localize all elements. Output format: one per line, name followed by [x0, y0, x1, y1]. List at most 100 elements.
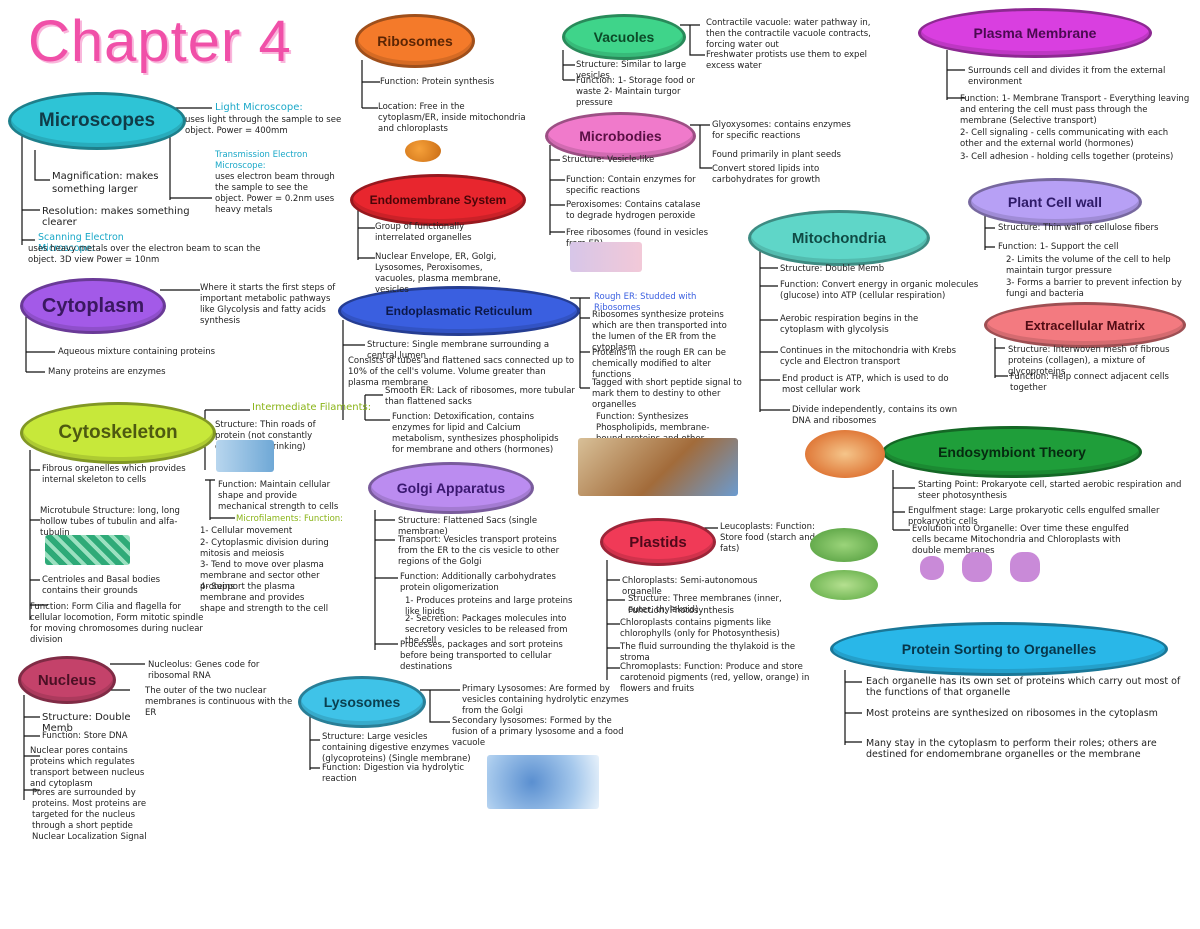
- resolution-text: Resolution: makes something clearer: [42, 206, 190, 228]
- nuclear-pores-proteins: Pores are surrounded by proteins. Most p…: [32, 788, 147, 842]
- stroma-text: The fluid surrounding the thylakoid is t…: [620, 642, 796, 663]
- tem-desc: uses electron beam through the sample to…: [215, 172, 335, 215]
- endosymbiont-stage-1: Starting Point: Prokaryote cell, started…: [918, 480, 1182, 501]
- vacuole-structure: Structure: Similar to large vesicles: [576, 60, 687, 81]
- bubble-lysosomes: Lysosomes: [298, 676, 426, 728]
- light-microscope-label: Light Microscope:: [215, 102, 303, 113]
- chromoplasts: Chromoplasts: Function: Produce and stor…: [620, 662, 810, 694]
- vacuole-function: Function: 1- Storage food or waste 2- Ma…: [576, 76, 696, 108]
- microbody-structure: Structure: Vesicle-like: [562, 155, 655, 165]
- vacuole-protists: Freshwater protists use them to expel ex…: [706, 50, 868, 71]
- bubble-protein: Protein Sorting to Organelles: [830, 622, 1168, 676]
- bubble-ribosomes: Ribosomes: [355, 14, 475, 68]
- ecm-function: Function: Help connect adjacent cells to…: [1010, 372, 1169, 393]
- er-image: [578, 438, 738, 496]
- microbody-image: [570, 242, 642, 272]
- contractile-vacuole: Contractile vacuole: water pathway in, t…: [706, 18, 871, 50]
- protein-sorting-2: Most proteins are synthesized on ribosom…: [866, 708, 1158, 719]
- mitochondria-continues: Continues in the mitochondria with Krebs…: [780, 346, 957, 367]
- rough-er-modified: Proteins in the rough ER can be chemical…: [592, 348, 726, 380]
- ecm-structure: Structure: Interwoven mesh of fibrous pr…: [1008, 345, 1170, 377]
- nucleus-outer-membrane: The outer of the two nuclear membranes i…: [145, 686, 293, 718]
- prokaryote-image-1: [920, 556, 944, 580]
- chloroplast-function: Function: Photosynthesis: [628, 606, 734, 616]
- microbody-function: Function: Contain enzymes for specific r…: [566, 175, 696, 196]
- golgi-function: Function: Additionally carbohydrates pro…: [400, 572, 556, 593]
- protein-sorting-3: Many stay in the cytoplasm to perform th…: [866, 738, 1157, 760]
- mitochondria-image: [805, 430, 885, 478]
- plasma-surround: Surrounds cell and divides it from the e…: [968, 66, 1166, 87]
- rough-er-tagged: Tagged with short peptide signal to mark…: [592, 378, 742, 410]
- nucleus-structure: Structure: Double Memb: [42, 712, 131, 734]
- bubble-cytoskeleton: Cytoskeleton: [20, 402, 216, 464]
- peroxisomes: Peroxisomes: Contains catalase to degrad…: [566, 200, 701, 221]
- tem-label: Transmission Electron Microscope:: [215, 150, 308, 171]
- mitochondria-aerobic: Aerobic respiration begins in the cytopl…: [780, 314, 919, 335]
- cytoplasm-aqueous: Aqueous mixture containing proteins: [58, 347, 216, 357]
- bubble-cytoplasm: Cytoplasm: [20, 278, 166, 334]
- light-microscope-desc: uses light through the sample to see obj…: [185, 115, 342, 136]
- sem-desc: uses heavy metals over the electron beam…: [28, 244, 261, 265]
- endosymbiont-stage-3: Evolution into Organelle: Over time thes…: [912, 524, 1129, 556]
- bubble-microbodies: Microbodies: [545, 112, 696, 160]
- glyoxysomes-seeds: Found primarily in plant seeds: [712, 150, 841, 160]
- magnification-text: Magnification: makes something larger: [52, 171, 159, 195]
- chloroplast-image-2: [810, 570, 878, 600]
- cytoplasm-where: Where it starts the first steps of impor…: [200, 283, 336, 326]
- mitochondria-divide: Divide independently, contains its own D…: [792, 405, 958, 426]
- golgi-function-3: Processes, packages and sort proteins be…: [400, 640, 563, 672]
- ribosome-image: [405, 140, 441, 162]
- chloroplast-image-1: [810, 528, 878, 562]
- plantwall-function-2: 3- Forms a barrier to prevent infection …: [1006, 278, 1182, 299]
- plasma-adhesion: 3- Cell adhesion - holding cells togethe…: [960, 152, 1174, 162]
- ribosome-location: Location: Free in the cytoplasm/ER, insi…: [378, 102, 526, 134]
- golgi-transport: Transport: Vesicles transport proteins f…: [398, 535, 560, 567]
- nucleus-function: Function: Store DNA: [42, 731, 128, 741]
- bubble-plantwall: Plant Cell wall: [968, 178, 1142, 226]
- bubble-ecm: Extracellular Matrix: [984, 302, 1186, 348]
- chlorophyll-pigments: Chloroplasts contains pigments like chlo…: [620, 618, 780, 639]
- sem-label: Scanning Electron Microscope:: [38, 232, 124, 254]
- glyoxysomes: Glyoxysomes: contains enzymes for specif…: [712, 120, 851, 141]
- glyoxysomes-convert: Convert stored lipids into carbohydrates…: [712, 164, 821, 185]
- smooth-er-function: Function: Detoxification, contains enzym…: [392, 412, 559, 455]
- bubble-microscopes: Microscopes: [8, 92, 186, 150]
- page-title: Chapter 4: [28, 9, 292, 74]
- intermediate-filament-image: [216, 440, 274, 472]
- rough-er: Rough ER: Studded with Ribosomes: [594, 292, 697, 313]
- microtubule-image: [45, 535, 130, 565]
- bubble-endosymbiont: Endosymbiont Theory: [882, 426, 1142, 478]
- mitochondria-function: Function: Convert energy in organic mole…: [780, 280, 979, 301]
- prokaryote-image-3: [1010, 552, 1040, 582]
- golgi-function-2: 2- Secretion: Packages molecules into se…: [405, 614, 568, 646]
- endomembrane-members: Nuclear Envelope, ER, Golgi, Lysosomes, …: [375, 252, 501, 295]
- mitochondria-structure: Structure: Double Memb: [780, 264, 885, 274]
- chloroplasts: Chloroplasts: Semi-autonomous organelle: [622, 576, 758, 597]
- lysosome-structure: Structure: Large vesicles containing dig…: [322, 732, 471, 764]
- centrioles-text: Centrioles and Basal bodies contains the…: [42, 575, 161, 596]
- protein-sorting-1: Each organelle has its own set of protei…: [866, 676, 1181, 698]
- primary-lysosomes: Primary Lysosomes: Are formed by vesicle…: [462, 684, 629, 716]
- prokaryote-image-2: [962, 552, 992, 582]
- lysosome-image: [487, 755, 599, 809]
- rough-er-desc: Ribosomes synthesize proteins which are …: [592, 310, 727, 353]
- intermediate-filaments-label: Intermediate Filaments:: [252, 402, 372, 413]
- er-structure: Structure: Single membrane surrounding a…: [367, 340, 550, 361]
- smooth-er: Smooth ER: Lack of ribosomes, more tubul…: [385, 386, 575, 407]
- bubble-endomembrane: Endomembrane System: [350, 174, 526, 226]
- plasma-function: Function: 1- Membrane Transport - Everyt…: [960, 94, 1190, 126]
- nucleolus-text: Nucleolus: Genes code for ribosomal RNA: [148, 660, 260, 681]
- endomembrane-group: Group of functionally interrelated organ…: [375, 222, 472, 243]
- bubble-plasma: Plasma Membrane: [918, 8, 1152, 58]
- bubble-mitochondria: Mitochondria: [748, 210, 930, 266]
- nuclear-pores: Nuclear pores contains proteins which re…: [30, 746, 145, 789]
- ribosome-function: Function: Protein synthesis: [380, 77, 495, 87]
- plantwall-function: Function: 1- Support the cell: [998, 242, 1119, 252]
- secondary-lysosomes: Secondary lysosomes: Formed by the fusio…: [452, 716, 624, 748]
- bubble-vacuoles: Vacuoles: [562, 14, 686, 60]
- er-cisternae: Consists of tubes and flattened sacs con…: [348, 356, 575, 388]
- bubble-nucleus: Nucleus: [18, 656, 116, 704]
- mitochondria-end: End product is ATP, which is used to do …: [782, 374, 949, 395]
- microfilament-4: 4- Support the plasma membrane and provi…: [200, 582, 329, 614]
- endosymbiont-stage-2: Engulfment stage: Large prokaryotic cell…: [908, 506, 1160, 527]
